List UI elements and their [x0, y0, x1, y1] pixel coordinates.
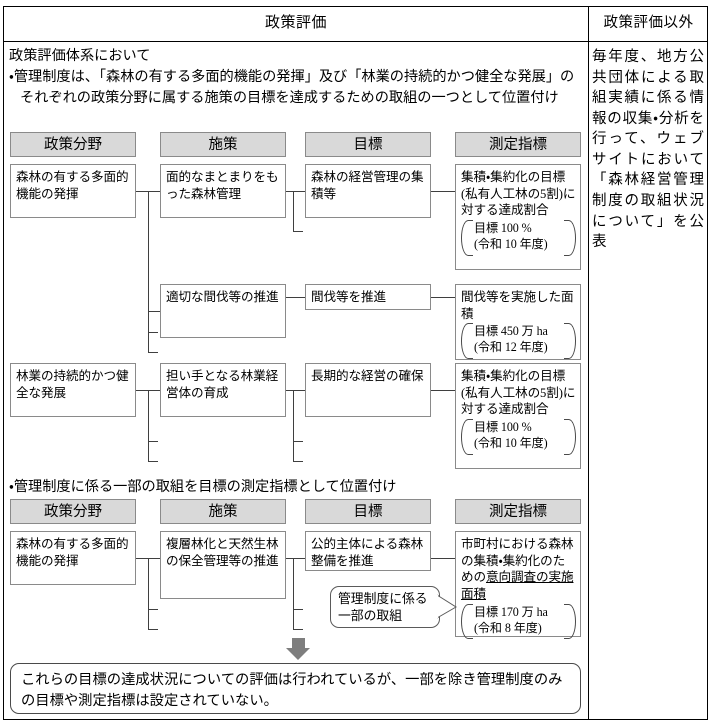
indicator-text-d2-r1: 市町村における森林の集積・集約化のための — [461, 537, 574, 585]
box-goal-d2-r1: 公的主体による森林整備を推進 — [305, 531, 431, 571]
indicator-text-d1-r3: 集積・集約化の目標(私有人工林の5割)に対する達成割合 — [461, 369, 576, 417]
connector — [148, 629, 158, 630]
box-policy-field-d1-r1: 森林の有する多面的機能の発揮 — [10, 164, 136, 218]
connector — [148, 352, 158, 353]
connector — [293, 231, 303, 232]
bracket-left-icon — [461, 419, 473, 455]
connector — [148, 461, 158, 462]
chip-policy-field-1: 政策分野 — [10, 132, 136, 157]
connector — [148, 558, 149, 630]
box-indicator-d2-r1: 市町村における森林の集積・集約化のための意向調査の実施面積 目標 170 万 h… — [455, 531, 581, 640]
box-goal-d1-r2: 間伐等を推進 — [305, 284, 431, 310]
box-policy-field-d1-r3: 林業の持続的かつ健全な発展 — [10, 363, 136, 417]
indicator-target-d1-r2: 目標 450 万 ha (令和 12 年度) — [461, 323, 576, 359]
connector — [148, 558, 160, 559]
indicator-target-d1-r1: 目標 100 % (令和 10 年度) — [461, 220, 576, 256]
connector — [286, 558, 298, 559]
box-measure-d1-r2: 適切な間伐等の推進 — [160, 284, 286, 338]
chip-indicator-1: 測定指標 — [455, 132, 581, 157]
connector — [293, 461, 303, 462]
connector — [148, 441, 158, 442]
arrow-head — [286, 648, 310, 660]
bracket-left-icon — [461, 220, 473, 256]
chip-measure-2: 施策 — [160, 499, 286, 524]
connector — [293, 441, 303, 442]
callout-tail-icon — [436, 594, 457, 619]
column-divider — [588, 6, 589, 720]
connector — [148, 609, 158, 610]
bracket-right-icon — [564, 603, 576, 640]
connector — [148, 390, 160, 391]
box-measure-d2-r1: 複層林化と天然生林の保全管理等の推進 — [160, 531, 286, 599]
bracket-left-icon — [461, 323, 473, 359]
right-column-body: 毎年度、地方公共団体による取組実績に係る情報の収集・分析を行って、ウェブサイトに… — [592, 49, 704, 251]
connector — [148, 332, 158, 333]
connector — [136, 191, 148, 192]
outer-frame — [3, 6, 708, 720]
indicator-target-d1-r3: 目標 100 % (令和 10 年度) — [461, 419, 576, 455]
indicator-text-d1-r1: 集積・集約化の目標(私有人工林の5割)に対する達成割合 — [461, 170, 576, 218]
box-measure-d1-r1: 面的なまとまりをもった森林管理 — [160, 164, 286, 218]
connector — [293, 558, 305, 559]
connector — [293, 390, 294, 462]
callout-bubble: 管理制度に係る一部の取組 — [330, 586, 440, 628]
box-policy-field-d2-r1: 森林の有する多面的機能の発揮 — [10, 531, 136, 585]
connector — [431, 390, 455, 391]
bracket-left-icon — [461, 603, 473, 640]
header-policy-evaluation: 政策評価 — [264, 15, 327, 31]
chip-policy-field-2: 政策分野 — [10, 499, 136, 524]
box-indicator-d1-r2: 間伐等を実施した面積 目標 450 万 ha (令和 12 年度) — [455, 284, 581, 360]
header-divider — [3, 41, 708, 42]
chip-goal-1: 目標 — [305, 132, 431, 157]
connector — [148, 191, 160, 192]
connector — [293, 629, 303, 630]
connector — [286, 191, 298, 192]
bracket-right-icon — [564, 220, 576, 256]
connector — [293, 558, 294, 630]
connector — [293, 609, 303, 610]
bracket-right-icon — [564, 323, 576, 359]
indicator-target-d2-r1: 目標 170 万 ha (令和 8 年度) — [461, 603, 576, 640]
intro-line-1: 政策評価体系において — [9, 48, 151, 64]
box-indicator-d1-r3: 集積・集約化の目標(私有人工林の5割)に対する達成割合 目標 100 % (令和… — [455, 363, 581, 469]
indicator-underlined-d2-r1: 意向調査の実施面積 — [461, 570, 574, 602]
connector — [136, 558, 148, 559]
connector — [293, 191, 294, 232]
connector — [293, 390, 305, 391]
mid-note-bullet: ・管理制度に係る一部の取組を目標の測定指標として位置付け — [9, 479, 397, 495]
connector — [431, 558, 455, 559]
box-goal-d1-r3: 長期的な経営の確保 — [305, 363, 431, 417]
bracket-right-icon — [564, 419, 576, 455]
connector — [431, 191, 455, 192]
chip-goal-2: 目標 — [305, 499, 431, 524]
connector — [148, 191, 149, 352]
box-indicator-d1-r1: 集積・集約化の目標(私有人工林の5割)に対する達成割合 目標 100 % (令和… — [455, 164, 581, 270]
header-other-than-policy-evaluation: 政策評価以外 — [603, 15, 694, 31]
connector — [148, 390, 149, 462]
connector — [286, 390, 298, 391]
intro-bullet-1: ・管理制度は、「森林の有する多面的機能の発揮」及び「林業の持続的かつ健全な発展」… — [9, 68, 575, 106]
intro-text: 政策評価体系において ・管理制度は、「森林の有する多面的機能の発揮」及び「林業の… — [9, 46, 585, 109]
down-arrow-icon — [286, 638, 311, 661]
connector — [136, 390, 148, 391]
chip-measure-1: 施策 — [160, 132, 286, 157]
conclusion-box: これらの目標の達成状況についての評価は行われているが、一部を除き管理制度のみの目… — [10, 663, 581, 714]
box-goal-d1-r1: 森林の経営管理の集積等 — [305, 164, 431, 218]
arrow-stem — [292, 638, 305, 649]
connector — [293, 191, 305, 192]
chip-indicator-2: 測定指標 — [455, 499, 581, 524]
left-column-body: 政策評価体系において ・管理制度は、「森林の有する多面的機能の発揮」及び「林業の… — [3, 41, 589, 720]
connector — [286, 297, 305, 298]
mid-note: ・管理制度に係る一部の取組を目標の測定指標として位置付け — [9, 477, 585, 498]
indicator-text-d1-r2: 間伐等を実施した面積 — [461, 290, 574, 321]
connector — [148, 311, 160, 312]
connector — [431, 297, 455, 298]
box-measure-d1-r3: 担い手となる林業経営体の育成 — [160, 363, 286, 417]
